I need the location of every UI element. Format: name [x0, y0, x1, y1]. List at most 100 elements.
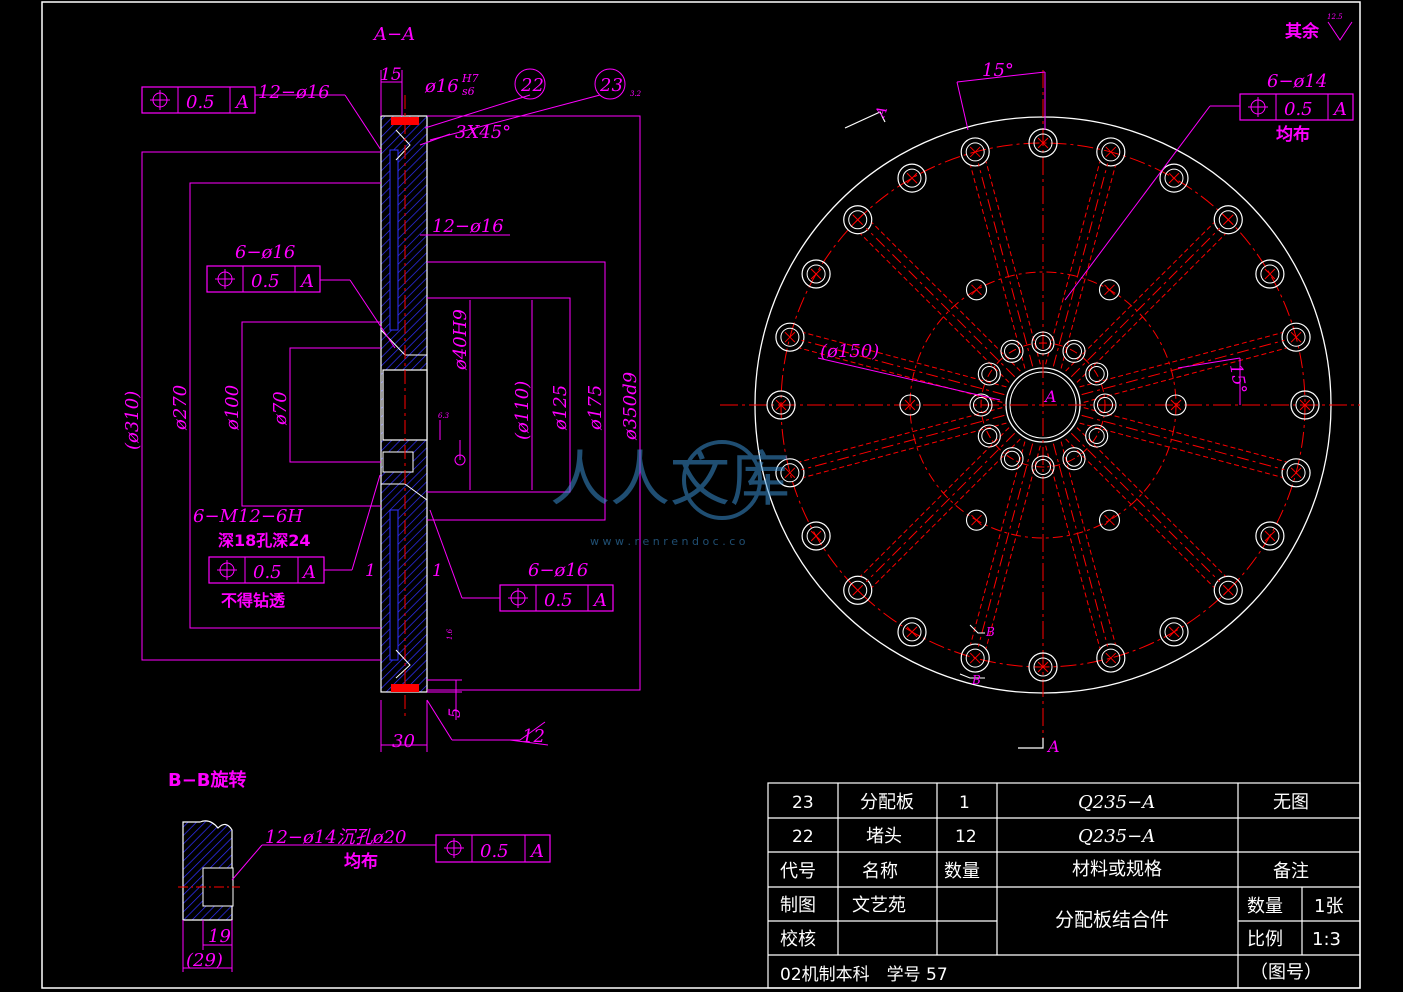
outer-hole — [1218, 580, 1238, 600]
outer-hole — [1286, 463, 1306, 483]
outer-hole — [1033, 133, 1053, 153]
radial-channel-edge — [799, 407, 1003, 463]
outer-hole-counterbore — [1028, 128, 1058, 158]
section-marker-a-bottom: A — [1046, 737, 1060, 756]
inner-hole-thread — [1004, 343, 1020, 360]
watermark-text: 人人文库 — [550, 445, 790, 515]
radial-channel-edge — [871, 438, 1021, 588]
radial-channel-edge — [860, 233, 1010, 383]
inner-hole — [1093, 393, 1117, 417]
section-bb-title: B−B旋转 — [168, 769, 247, 791]
title-block-text: 23 分配板 1 Q235−A 无图 22 堵头 12 Q235−A 代号 名称… — [780, 792, 1343, 985]
svg-text:0.5: 0.5 — [251, 271, 280, 292]
row2-name: 堵头 — [866, 826, 902, 847]
holes-evenly-bb: 均布 — [344, 851, 378, 872]
hole-center-mark — [906, 172, 918, 184]
check-label: 校核 — [780, 929, 816, 950]
class-info: 02机制本科 学号 57 — [780, 965, 948, 985]
diameter-dimension-lines — [141, 68, 641, 752]
hole-center-mark — [971, 284, 982, 296]
outer-hole — [965, 648, 985, 668]
hole-center-mark — [1264, 268, 1276, 280]
radial-channel-edge — [803, 422, 1007, 478]
outer-hole-counterbore — [1096, 137, 1126, 167]
hole-center-mark — [1104, 514, 1115, 526]
outer-hole-counterbore — [1159, 163, 1189, 193]
tolerance-frame-top: 0.5 A — [141, 86, 256, 114]
inner-hole — [1085, 362, 1109, 386]
row1-name: 分配板 — [860, 792, 914, 813]
dim-d310: (ø310) — [122, 391, 143, 450]
radial-channel-edge — [1079, 422, 1283, 478]
front-view: 其余 12.5 15° 15° 6−ø14 0.5 A 均布 (ø150) A — [720, 13, 1360, 756]
outer-hole-counterbore — [960, 137, 990, 167]
roughness-1-6: 1.6 — [446, 628, 454, 640]
radial-channel-edge — [1060, 165, 1116, 369]
svg-text:0.5: 0.5 — [186, 92, 215, 113]
outer-hole — [771, 395, 791, 415]
row1-code: 23 — [792, 793, 814, 813]
radial-channel-centerline — [1070, 432, 1221, 583]
section-aa-title: A−A — [372, 24, 415, 45]
dim-30: 30 — [392, 731, 415, 752]
svg-text:A: A — [529, 841, 544, 862]
thread-note: 6−M12−6H — [193, 506, 303, 527]
radial-channel-edge — [860, 427, 1010, 577]
outer-hole-counterbore — [1213, 575, 1243, 605]
hole-center-mark — [1290, 331, 1302, 343]
outer-hole — [965, 142, 985, 162]
outer-hole — [1260, 264, 1280, 284]
radial-channel-centerline — [1081, 339, 1285, 396]
outer-hole-counterbore — [775, 322, 805, 352]
row1-qty: 1 — [959, 793, 970, 813]
radial-channel-edge — [1079, 332, 1283, 388]
outer-hole-counterbore — [801, 521, 831, 551]
roughness-6-3: 6.3 — [438, 412, 450, 420]
dim-d350d9: ø350d9 — [620, 372, 641, 441]
outer-hole-counterbore — [775, 458, 805, 488]
header-qty: 数量 — [944, 861, 980, 882]
svg-text:A: A — [592, 590, 607, 611]
dim-1-right: 1 — [432, 561, 443, 581]
hole-center-mark — [969, 146, 981, 158]
hole-center-mark — [1222, 214, 1234, 226]
svg-text:A: A — [299, 271, 314, 292]
rest-roughness-label: 其余 — [1285, 21, 1320, 42]
scale-value: 1:3 — [1312, 929, 1341, 950]
hole-center-mark — [971, 514, 982, 526]
outer-hole — [848, 210, 868, 230]
hole-center-mark — [1299, 399, 1311, 411]
outer-hole-counterbore — [1290, 390, 1320, 420]
balloon-22: 22 — [520, 75, 544, 96]
hole-center-mark — [852, 214, 864, 226]
holes-6-16-left: 6−ø16 — [235, 242, 295, 263]
mid-hole — [965, 509, 988, 531]
inner-hole — [1031, 331, 1055, 355]
outer-hole-counterbore — [1159, 617, 1189, 647]
outer-hole-counterbore — [1213, 205, 1243, 235]
tolerance-frame-6-16-right: 0.5 A — [499, 584, 614, 612]
inner-hole-thread — [981, 428, 998, 444]
tolerance-frame-thread: 0.5 A — [208, 556, 325, 584]
dim-19: 19 — [208, 926, 231, 947]
thread-no-through-note: 不得钻透 — [221, 591, 286, 610]
row1-material: Q235−A — [1078, 792, 1155, 813]
drawing-number: （图号） — [1250, 962, 1322, 983]
radial-channel-centerline — [1052, 163, 1109, 367]
watermark: 人人文库 w w w . r e n r e n d o c . c o — [550, 440, 790, 548]
hole-center-mark — [1105, 652, 1117, 664]
holes-evenly-distributed: 均布 — [1276, 124, 1310, 145]
mid-hole — [965, 279, 988, 301]
dim-15: 15 — [380, 65, 402, 85]
inner-hole-thread — [1035, 459, 1051, 475]
inner-hole — [977, 424, 1001, 448]
dim-d125: ø125 — [550, 385, 571, 431]
outer-hole — [1033, 657, 1053, 677]
hole-center-mark — [1168, 626, 1180, 638]
hole-center-mark — [1168, 172, 1180, 184]
svg-text:0.5: 0.5 — [544, 590, 573, 611]
radial-channel-centerline — [801, 414, 1005, 471]
part-name: 分配板结合件 — [1055, 909, 1169, 931]
radial-channel-edge — [1065, 222, 1215, 372]
